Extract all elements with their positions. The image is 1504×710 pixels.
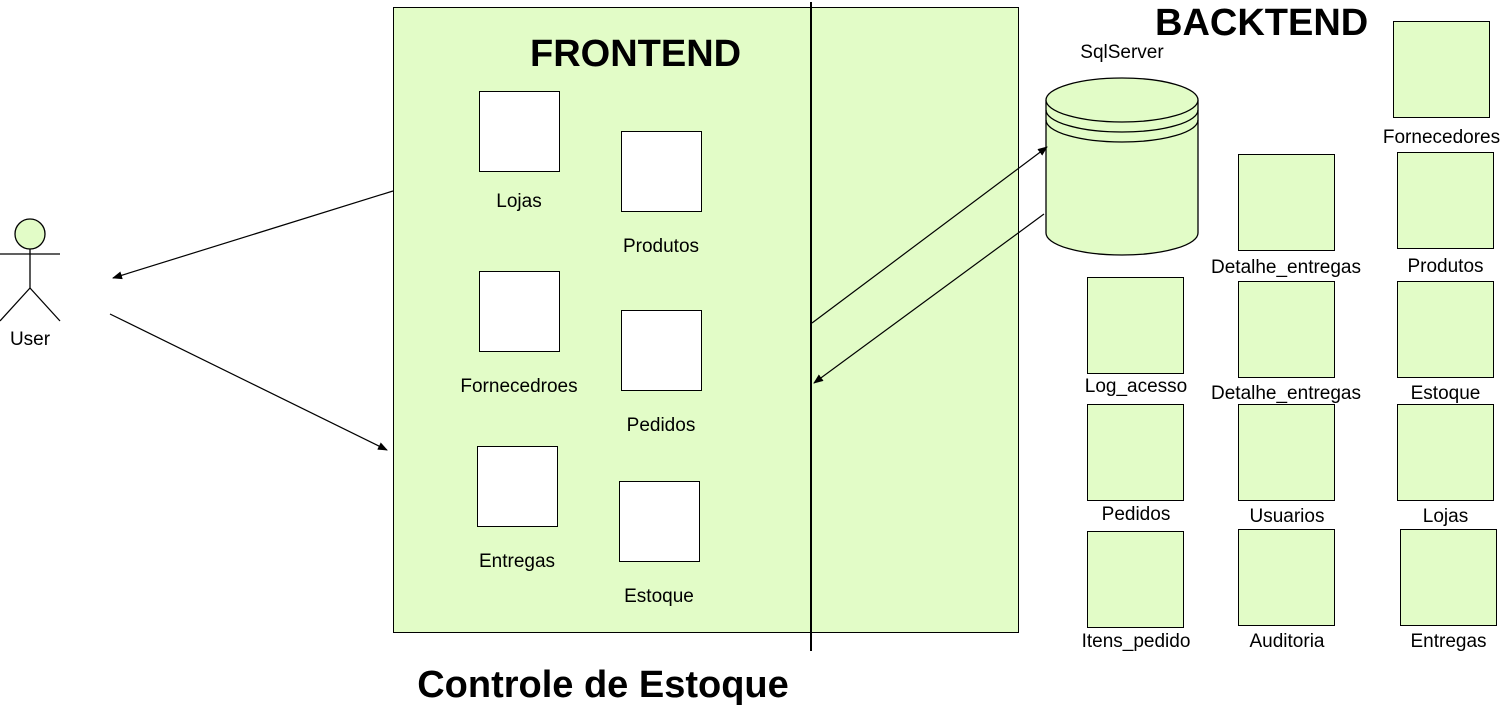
module-box-produtos[interactable]: [621, 131, 702, 212]
table-label-lojas: Lojas: [1422, 506, 1469, 527]
table-box-estoque[interactable]: [1397, 281, 1494, 378]
table-label-auditoria: Auditoria: [1249, 631, 1325, 652]
module-label-estoque: Estoque: [624, 586, 694, 607]
table-box-log-acesso[interactable]: [1087, 277, 1184, 374]
module-label-lojas: Lojas: [496, 191, 542, 212]
connector-user-to-frontend: [109, 313, 388, 451]
module-box-estoque[interactable]: [619, 481, 700, 562]
table-box-usuarios[interactable]: [1238, 404, 1335, 501]
module-box-entregas[interactable]: [477, 446, 558, 527]
table-label-fornecedores: Fornecedores: [1382, 127, 1501, 148]
panel-divider: [810, 2, 812, 651]
table-box-fornecedores[interactable]: [1393, 21, 1490, 118]
table-box-entregas[interactable]: [1400, 529, 1497, 626]
diagram-title: Controle de Estoque: [417, 664, 789, 706]
module-box-pedidos[interactable]: [621, 310, 702, 391]
table-label-log-acesso: Log_acesso: [1084, 376, 1188, 397]
table-box-lojas[interactable]: [1397, 404, 1494, 501]
module-label-pedidos: Pedidos: [626, 415, 696, 436]
module-box-fornecedroes[interactable]: [479, 271, 560, 352]
module-label-produtos: Produtos: [622, 236, 700, 257]
table-label-estoque: Estoque: [1410, 383, 1481, 404]
table-box-pedidos[interactable]: [1087, 404, 1184, 501]
table-box-produtos[interactable]: [1397, 152, 1494, 249]
table-box-detalhe-entregas-2[interactable]: [1238, 281, 1335, 378]
table-label-produtos: Produtos: [1407, 256, 1484, 277]
table-label-usuarios: Usuarios: [1249, 506, 1325, 527]
table-box-detalhe-entregas-1[interactable]: [1238, 154, 1335, 251]
table-box-auditoria[interactable]: [1238, 529, 1335, 626]
table-label-detalhe-entregas-2: Detalhe_entregas: [1211, 383, 1361, 404]
backend-title: BACKTEND: [1155, 2, 1369, 44]
table-label-itens-pedido: Itens_pedido: [1081, 631, 1191, 652]
table-label-entregas: Entregas: [1410, 631, 1487, 652]
module-box-lojas[interactable]: [479, 91, 560, 172]
table-label-detalhe-entregas-1: Detalhe_entregas: [1211, 257, 1361, 278]
actor-label: User: [9, 329, 51, 350]
module-label-fornecedroes: Fornecedroes: [460, 376, 578, 397]
table-label-pedidos: Pedidos: [1101, 504, 1171, 525]
module-label-entregas: Entregas: [478, 551, 556, 572]
table-box-itens-pedido[interactable]: [1087, 531, 1184, 628]
connector-frontend-to-user: [112, 190, 394, 280]
database-label: SqlServer: [1080, 42, 1164, 63]
frontend-title: FRONTEND: [530, 33, 742, 75]
user-actor-icon[interactable]: [0, 218, 61, 322]
database-cylinder-icon[interactable]: [1045, 77, 1199, 256]
